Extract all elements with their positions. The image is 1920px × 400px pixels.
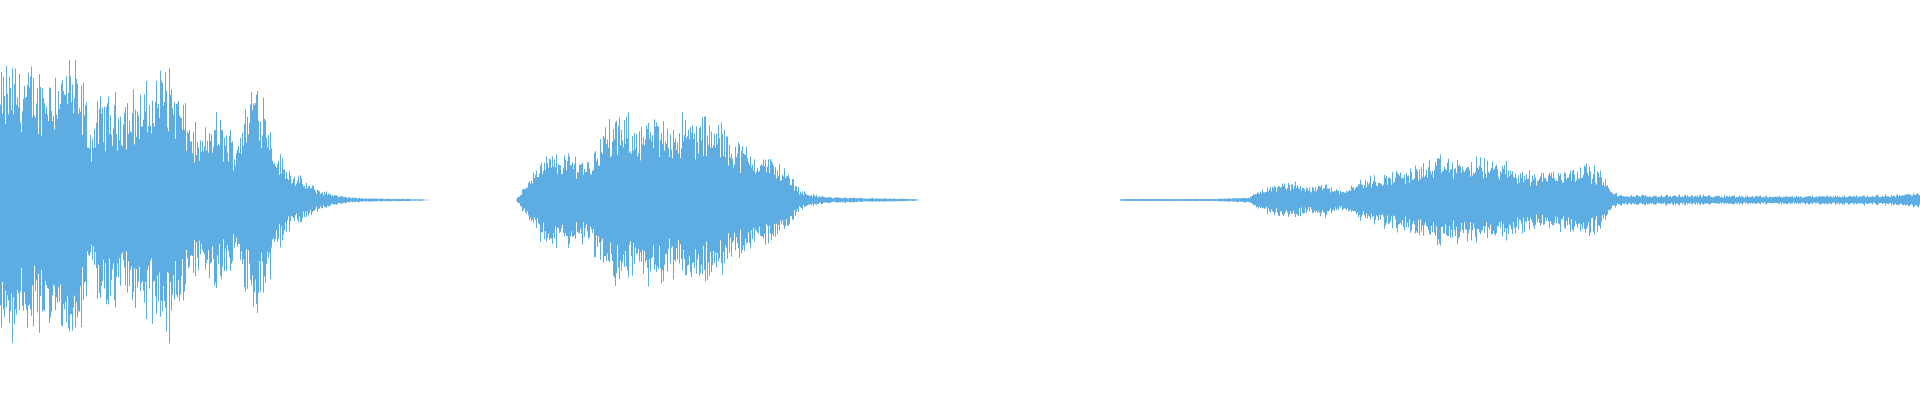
- waveform-samples: [0, 60, 1920, 344]
